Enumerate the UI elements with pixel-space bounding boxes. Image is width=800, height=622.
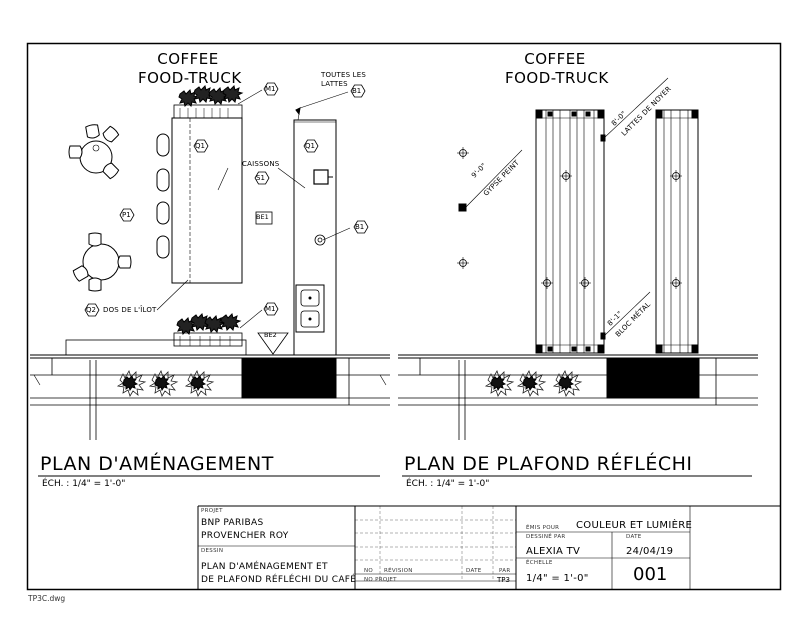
label-dos-ilot: DOS DE L'ÎLOT: [103, 306, 157, 314]
right-plan-title: PLAN DE PLAFOND RÉFLÉCHI: [404, 453, 693, 475]
tb-dessin-label: DESSIN: [201, 548, 224, 554]
right-heading-line1: COFFEE: [524, 50, 586, 68]
title-block: [197, 505, 780, 589]
left-plan-scale: ÉCH. : 1/4" = 1'-0": [42, 479, 126, 489]
tb-projet-line1: BNP PARIBAS: [201, 518, 264, 528]
tb-echelle-label: ÉCHELLE: [526, 560, 553, 566]
tag-b1-top: B1: [352, 87, 362, 95]
tb-par-label: PAR: [499, 568, 511, 574]
tb-revision-label: RÉVISION: [384, 568, 413, 574]
label-lattes: LATTES: [321, 80, 348, 88]
tag-p1: P1: [122, 211, 131, 219]
file-name: TP3C.dwg: [28, 594, 66, 603]
tag-b1-mid: B1: [355, 223, 365, 231]
tb-date2-value: 24/04/19: [626, 546, 674, 557]
tb-emis-label: ÉMIS POUR: [526, 525, 560, 531]
tag-m1-top: M1: [265, 85, 276, 93]
tb-no-projet-value: TP3: [497, 576, 510, 584]
sheet-border: [26, 42, 782, 591]
tb-sheet-number: 001: [633, 564, 668, 585]
left-plan: [30, 85, 390, 440]
tb-emis-value: COULEUR ET LUMIÈRE: [576, 520, 693, 531]
tb-dessin-line1: PLAN D'AMÉNAGEMENT ET: [201, 562, 328, 572]
tb-dessine-value: ALEXIA TV: [526, 546, 581, 557]
tb-dessine-label: DESSINÉ PAR: [526, 534, 566, 540]
tag-m1-bottom: M1: [265, 305, 276, 313]
tb-date-label: DATE: [466, 568, 482, 574]
tag-be2: BE2: [264, 331, 277, 339]
tb-dessin-line2: DE PLAFOND RÉFLÉCHI DU CAFÉ: [201, 575, 357, 585]
tb-projet-line2: PROVENCHER ROY: [201, 531, 289, 541]
left-heading-line1: COFFEE: [157, 50, 219, 68]
tag-s1: S1: [256, 174, 265, 182]
right-heading-line2: FOOD-TRUCK: [505, 69, 609, 87]
tag-q1-right: Q1: [305, 142, 315, 150]
left-heading-line2: FOOD-TRUCK: [138, 69, 242, 87]
left-plan-title: PLAN D'AMÉNAGEMENT: [40, 453, 274, 475]
tag-q1-left: Q1: [195, 142, 205, 150]
tag-be1: BE1: [256, 213, 269, 221]
right-plan: [398, 77, 758, 440]
tb-date2-label: DATE: [626, 534, 642, 540]
right-plan-scale: ÉCH. : 1/4" = 1'-0": [406, 479, 490, 489]
tb-no-projet-label: NO PROJET: [364, 577, 397, 583]
left-heading: COFFEE FOOD-TRUCK: [138, 50, 242, 88]
label-toutes-les: TOUTES LES: [321, 71, 367, 79]
tb-no-label: NO: [364, 568, 374, 574]
tb-projet-label: PROJET: [201, 508, 223, 514]
tag-q2: Q2: [86, 306, 96, 314]
tb-echelle-value: 1/4" = 1'-0": [526, 573, 589, 584]
label-caissons: CAISSONS: [242, 160, 280, 168]
right-heading: COFFEE FOOD-TRUCK: [505, 50, 609, 88]
